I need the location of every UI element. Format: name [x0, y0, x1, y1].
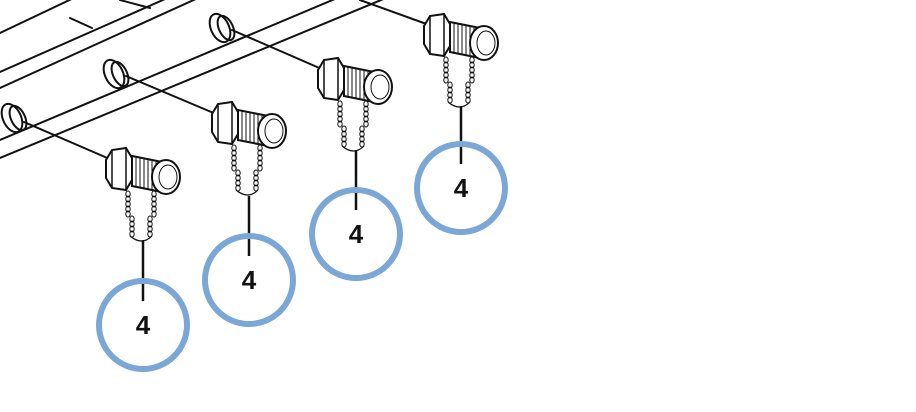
- hex-nut: [423, 12, 451, 58]
- callout-label: 4: [349, 219, 364, 249]
- port-hole: [102, 58, 130, 90]
- port-hole: [0, 102, 28, 134]
- dust-cap: [257, 113, 287, 149]
- quick-coupling: [423, 12, 499, 108]
- callout-circle: [414, 141, 508, 235]
- quick-coupling: [317, 56, 393, 152]
- callout-circle: [96, 278, 190, 372]
- callout: 4: [414, 106, 508, 235]
- hex-nut: [317, 56, 345, 102]
- port-holes: [0, 12, 236, 134]
- cap-chain: [443, 56, 475, 108]
- dust-cap: [469, 25, 499, 61]
- dust-cap: [151, 159, 181, 195]
- callout: 4: [96, 240, 190, 372]
- quick-coupling: [211, 100, 287, 196]
- cap-chain: [337, 100, 369, 152]
- leader-lines: [23, 0, 433, 161]
- callout-circle: [202, 233, 296, 327]
- callout-label: 4: [242, 265, 257, 295]
- dust-cap: [363, 69, 393, 105]
- port-hole: [208, 12, 236, 44]
- callout-circle: [309, 187, 403, 281]
- hex-nut: [211, 100, 239, 146]
- callout-label: 4: [136, 310, 151, 340]
- manifold-body: [0, 0, 384, 159]
- cap-chain: [125, 190, 157, 242]
- hex-nut: [105, 146, 133, 192]
- cap-chain: [231, 144, 263, 196]
- quick-coupling: [105, 146, 181, 242]
- callout: 4: [202, 196, 296, 327]
- callout: 4: [309, 150, 403, 281]
- callout-label: 4: [454, 173, 469, 203]
